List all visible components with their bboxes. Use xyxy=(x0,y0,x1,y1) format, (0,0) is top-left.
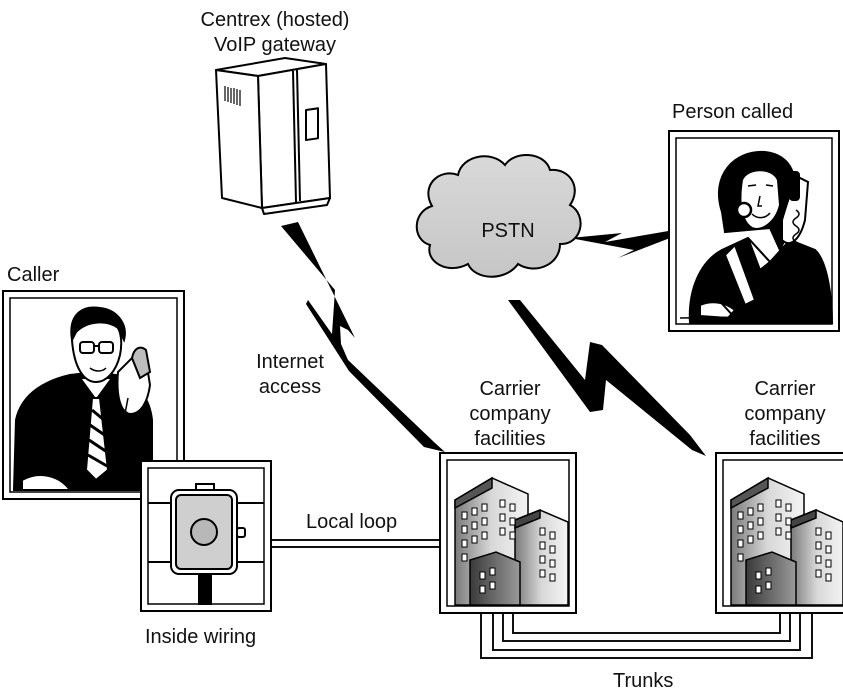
carrier-facility-1-line2: company xyxy=(469,403,551,425)
person-called-label: Person called xyxy=(672,101,794,123)
caller-label: Caller xyxy=(7,264,60,286)
network-interface-box-icon xyxy=(148,483,264,605)
woman-on-phone-icon xyxy=(679,150,834,324)
pstn-cloud-icon xyxy=(415,153,582,278)
trunks-label: Trunks xyxy=(613,670,674,692)
gateway-label-line1: Centrex (hosted) xyxy=(200,9,350,31)
gateway-label-line2: VoIP gateway xyxy=(214,34,336,56)
internet-access-lightning-icon xyxy=(281,222,445,452)
carrier-facility-2-line2: company xyxy=(744,403,826,425)
building-2-windows xyxy=(737,499,832,594)
server-cabinet-icon xyxy=(215,57,331,215)
inside-wiring-label: Inside wiring xyxy=(145,626,257,648)
man-on-phone-icon xyxy=(12,306,153,491)
carrier-facility-2-label: Carrier company facilities xyxy=(730,377,840,452)
pstn-lightning-icon xyxy=(508,300,706,456)
internet-access-label: Internet access xyxy=(240,350,340,400)
building-1-windows xyxy=(461,499,556,594)
person-called-lightning-icon xyxy=(570,229,680,258)
internet-access-line2: access xyxy=(258,376,322,398)
gateway-label: Centrex (hosted) VoIP gateway xyxy=(190,8,360,58)
carrier-facility-2-line1: Carrier xyxy=(754,378,816,400)
local-loop-label: Local loop xyxy=(306,511,398,533)
carrier-facility-1-label: Carrier company facilities xyxy=(455,377,565,452)
carrier-facility-1-line1: Carrier xyxy=(479,378,541,400)
pstn-label: PSTN xyxy=(481,220,535,242)
internet-access-line1: Internet xyxy=(256,351,324,373)
local-loop-connection xyxy=(271,539,441,548)
carrier-facility-2-line3: facilities xyxy=(749,428,821,450)
trunks-connection xyxy=(480,612,813,659)
carrier-facility-1-line3: facilities xyxy=(474,428,546,450)
